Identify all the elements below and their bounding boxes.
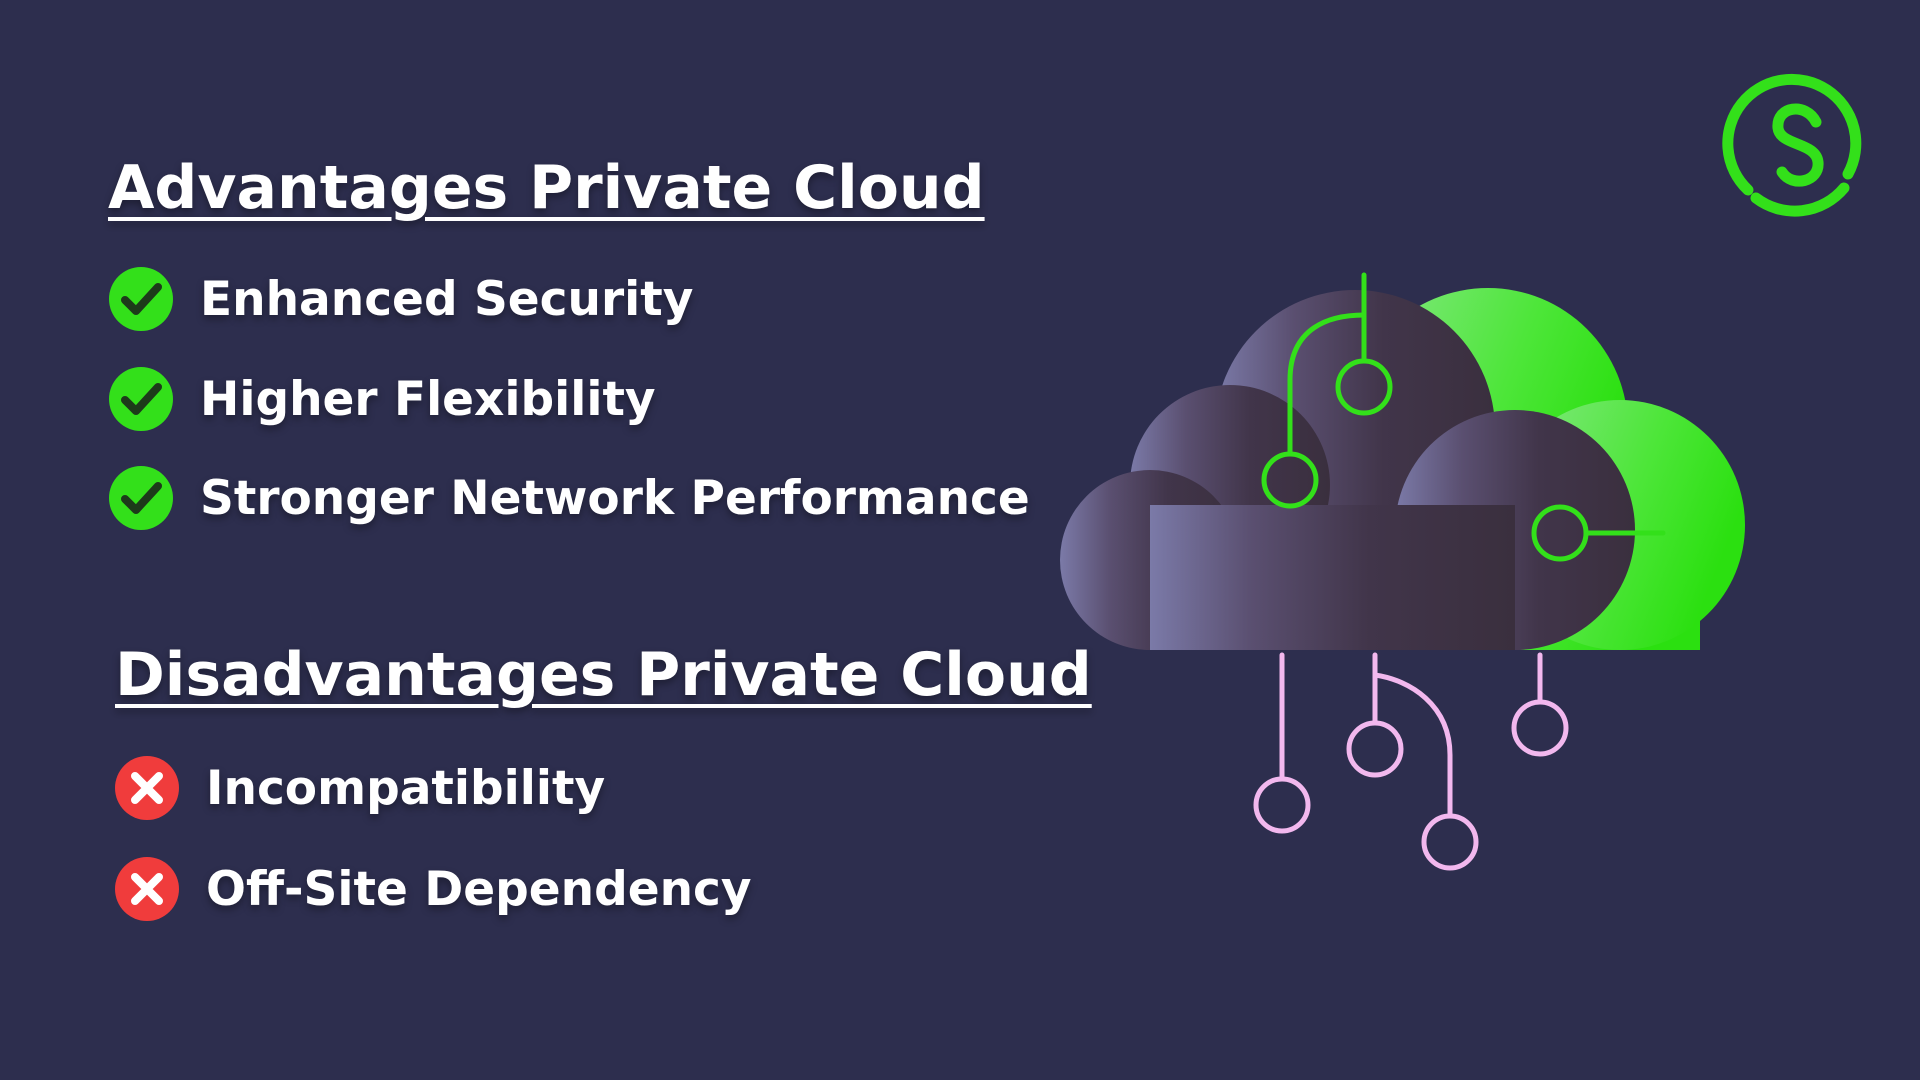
cross-circle-icon xyxy=(115,857,179,921)
check-circle-icon xyxy=(109,466,173,530)
advantage-item: Higher Flexibility xyxy=(108,366,656,432)
disadvantage-label: Off-Site Dependency xyxy=(206,861,752,917)
advantage-item: Enhanced Security xyxy=(108,266,693,332)
advantage-label: Higher Flexibility xyxy=(200,371,656,427)
disadvantage-item: Off-Site Dependency xyxy=(114,856,752,922)
check-circle-icon xyxy=(109,367,173,431)
disadvantage-item: Incompatibility xyxy=(114,755,605,821)
cloud-network-icon xyxy=(1060,272,1745,871)
cross-circle-icon xyxy=(115,756,179,820)
check-circle-icon xyxy=(109,267,173,331)
advantage-label: Stronger Network Performance xyxy=(200,470,1030,526)
advantages-heading: Advantages Private Cloud xyxy=(108,153,985,223)
brand-logo-icon xyxy=(1722,73,1862,217)
green-circuits xyxy=(1261,272,1666,562)
disadvantages-heading: Disadvantages Private Cloud xyxy=(115,640,1092,710)
advantage-item: Stronger Network Performance xyxy=(108,465,1030,531)
disadvantage-label: Incompatibility xyxy=(206,760,606,816)
advantage-label: Enhanced Security xyxy=(200,271,694,327)
pink-circuits xyxy=(1253,652,1569,871)
cloud-front xyxy=(1060,290,1635,650)
